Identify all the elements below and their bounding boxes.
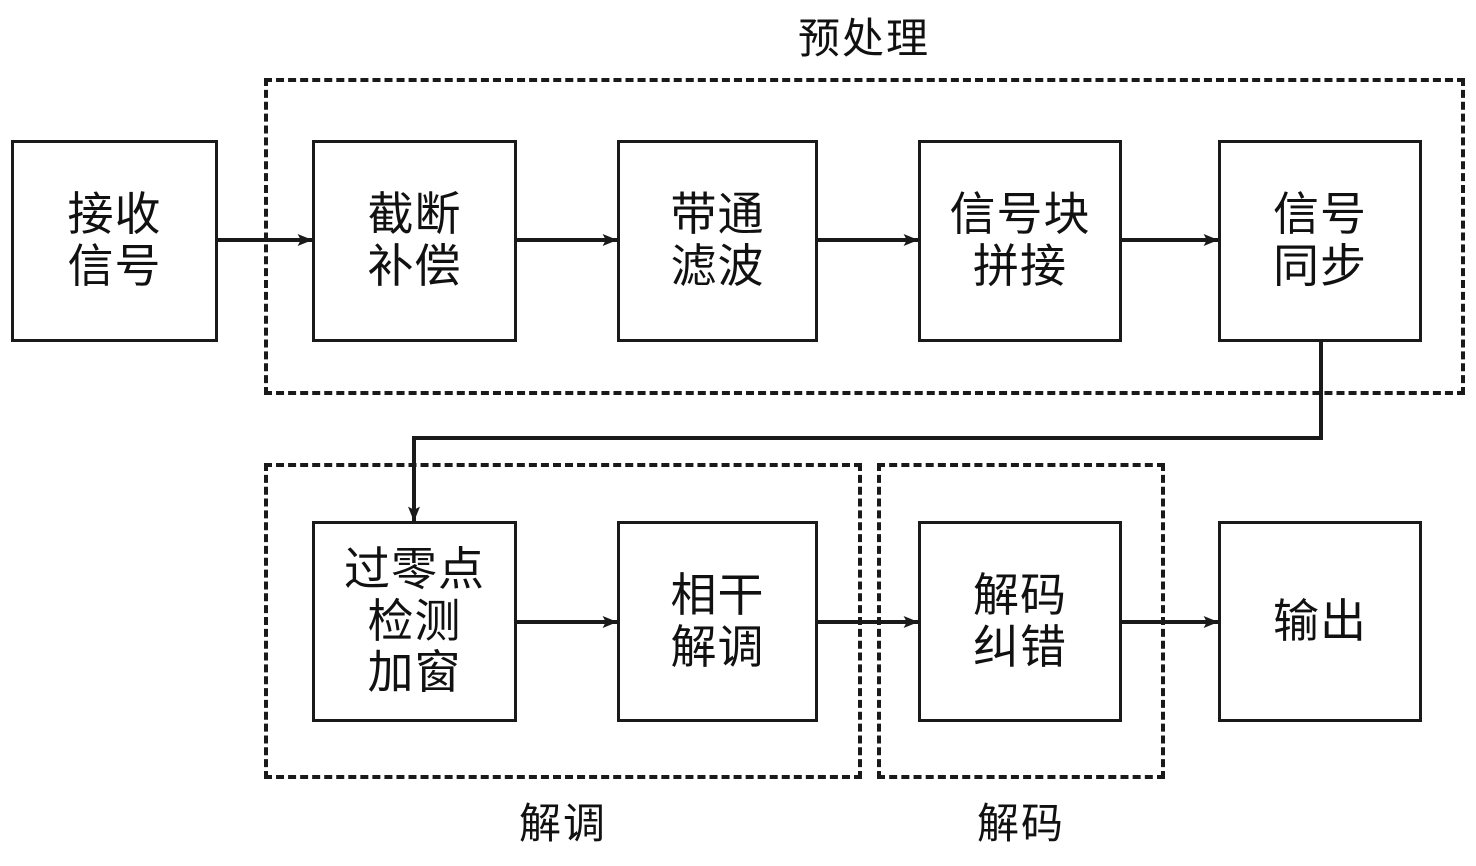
node-decode-error-correction[interactable]: 解码 纠错 (918, 521, 1122, 722)
node-coherent-demodulation[interactable]: 相干 解调 (617, 521, 818, 722)
node-label-line: 信号块 (949, 189, 1091, 241)
node-label-line: 解调 (670, 621, 765, 673)
group-demodulate-label: 解调 (518, 802, 607, 848)
node-label-line: 过零点 (344, 544, 485, 596)
group-decode-label: 解码 (976, 802, 1065, 848)
node-label-line: 加窗 (367, 647, 462, 699)
node-zero-crossing-detection-windowing[interactable]: 过零点 检测 加窗 (312, 521, 517, 722)
node-signal-synchronization[interactable]: 信号 同步 (1218, 140, 1422, 342)
group-preprocess-label: 预处理 (797, 17, 930, 63)
node-label-line: 同步 (1273, 241, 1367, 292)
node-label-line: 输出 (1273, 595, 1367, 647)
node-label-line: 检测 (367, 595, 462, 647)
node-truncation-compensation[interactable]: 截断 补偿 (312, 140, 517, 342)
node-bandpass-filter[interactable]: 带通 滤波 (617, 140, 818, 342)
node-label-line: 拼接 (973, 241, 1067, 292)
node-label-line: 信号 (1273, 189, 1367, 241)
node-label-line: 截断 (367, 189, 462, 241)
node-label-line: 纠错 (973, 621, 1067, 673)
node-label-line: 信号 (67, 241, 162, 292)
node-label-line: 解码 (973, 569, 1067, 621)
node-label-line: 接收 (67, 189, 162, 241)
node-label-line: 补偿 (367, 241, 462, 292)
node-label-line: 滤波 (670, 241, 765, 292)
node-label-line: 带通 (670, 189, 765, 241)
node-signal-block-splicing[interactable]: 信号块 拼接 (918, 140, 1122, 342)
node-label-line: 相干 (670, 569, 765, 621)
node-received-signal[interactable]: 接收 信号 (11, 140, 218, 342)
edge-sync-to-zerocrossing (408, 342, 1323, 522)
node-output[interactable]: 输出 (1218, 521, 1422, 722)
